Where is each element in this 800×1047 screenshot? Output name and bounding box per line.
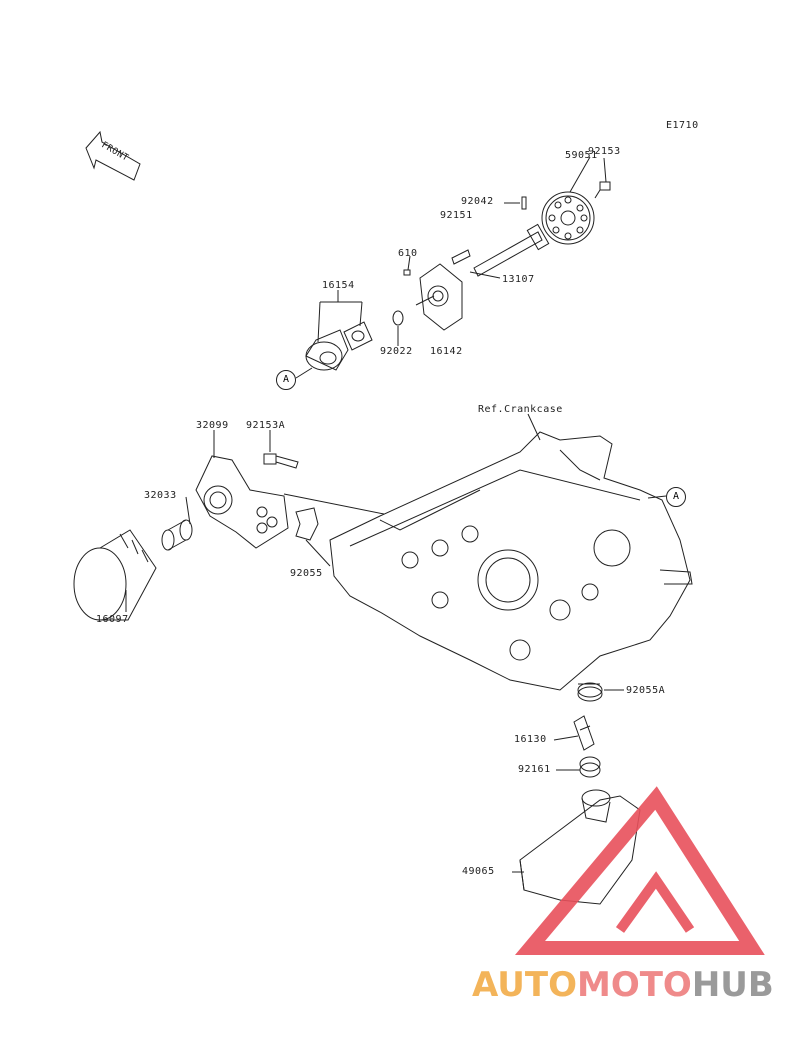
filter-housing-icon [195,455,289,549]
part-92042: 92042 [461,196,494,207]
part-92022: 92022 [380,346,413,357]
part-92153a: 92153A [246,420,286,431]
pump-rotor-icon [305,321,373,371]
ref-crankcase-label: Ref.Crankcase [478,404,563,415]
part-92055: 92055 [290,568,323,579]
part-16097: 16097 [96,614,129,625]
pump-shaft-icon [473,223,550,277]
watermark-text: AUTOMOTOHUB [472,965,774,1005]
bolt-92153-icon [594,181,611,199]
watermark-part3: HUB [691,965,774,1005]
oil-pan-strainer-icon [519,789,641,905]
o-ring-92161-icon [579,756,601,778]
diagram-code: E1710 [666,120,699,131]
watermark-part2: MOTO [576,965,692,1005]
part-32033: 32033 [144,490,177,501]
part-610: 610 [398,248,418,259]
crankcase-icon [329,431,693,691]
oil-pump-sprocket-icon [541,191,595,245]
threaded-pipe-icon [161,519,193,551]
part-59051: 59051 [565,150,598,161]
bolt-92153a-icon [263,453,299,469]
oil-filter-icon [73,529,157,621]
marker-a-right: A [666,487,686,507]
front-arrow-icon [85,130,141,181]
marker-a-top: A [276,370,296,390]
watermark-logo-icon [514,786,765,955]
part-49065: 49065 [462,866,495,877]
part-92153: 92153 [588,146,621,157]
o-ring-92022-icon [392,310,404,326]
pump-cover-icon [419,263,463,331]
part-32099: 32099 [196,420,229,431]
part-13107: 13107 [502,274,535,285]
pin-92042-icon [521,196,527,210]
watermark-part1: AUTO [472,965,577,1005]
gasket-92055-icon [295,507,319,541]
relief-valve-icon [573,715,595,751]
part-92161: 92161 [518,764,551,775]
part-16130: 16130 [514,734,547,745]
bolt-610-icon [403,249,471,276]
part-16154: 16154 [322,280,355,291]
part-92055a: 92055A [626,685,666,696]
part-16142: 16142 [430,346,463,357]
part-92151: 92151 [440,210,473,221]
gasket-92055a-icon [577,682,603,702]
